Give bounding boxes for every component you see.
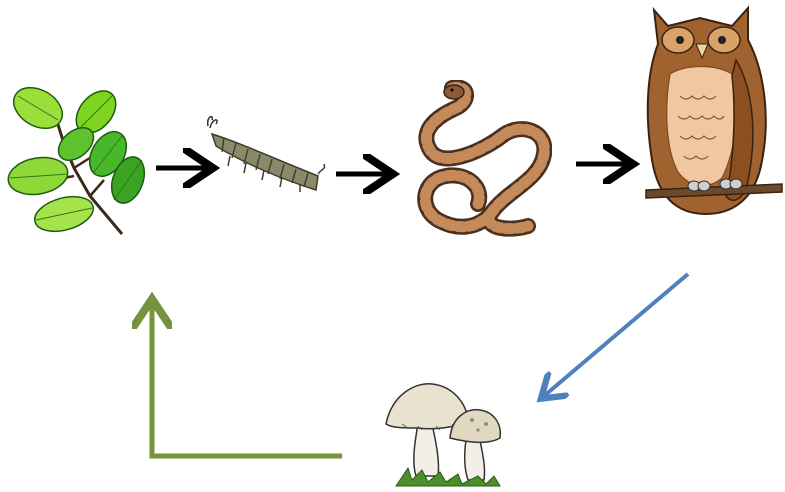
arrow-mushrooms-to-leaves [152,304,342,456]
arrow-owl-to-mushrooms [544,274,688,396]
